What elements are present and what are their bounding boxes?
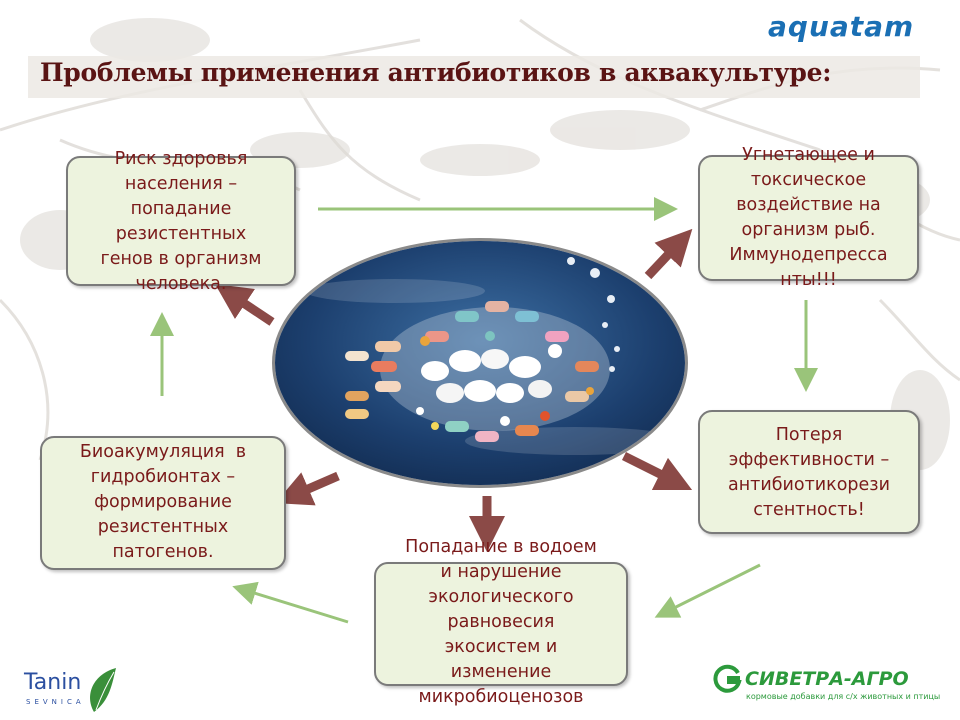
aquatam-logo: aquatam [768,10,915,43]
tanin-logo: Tanin [24,670,82,695]
node-water-box [374,562,628,686]
arrow-resistance-to-water [654,563,761,618]
tanin-logo-sub: SEVNICA [26,698,85,706]
sivetra-logo-sub: кормовые добавки для с/х животных и птиц… [746,692,941,701]
fish-of-pills-image [272,238,688,488]
page-title: Проблемы применения антибиотиков в аквак… [40,58,832,87]
node-resistance-text: Потеря эффективности – антибиотикорези с… [727,425,890,520]
title-bar [28,56,920,98]
node-resistance-box [698,410,920,534]
sivetra-g-icon [713,664,742,693]
node-bioaccum-text: Биоакумуляция в гидробионтах – формирова… [79,442,247,562]
arrow-water-to-bioaccum [232,581,349,624]
node-bioaccum-box [40,436,286,570]
node-human-risk-box [66,156,296,286]
node-water-text: Попадание в водоем и нарушение экологиче… [405,537,597,707]
leaf-icon [90,668,116,712]
node-fish-toxic-box [698,155,919,281]
arrow-center-to-human [215,284,275,326]
sivetra-logo: СИВЕТРА-АГРО [745,668,909,690]
node-fish-toxic-text: Угнетающее и токсическое воздействие на … [729,145,888,290]
node-human-risk-text: Риск здоровья населения – попадание рези… [100,149,262,294]
